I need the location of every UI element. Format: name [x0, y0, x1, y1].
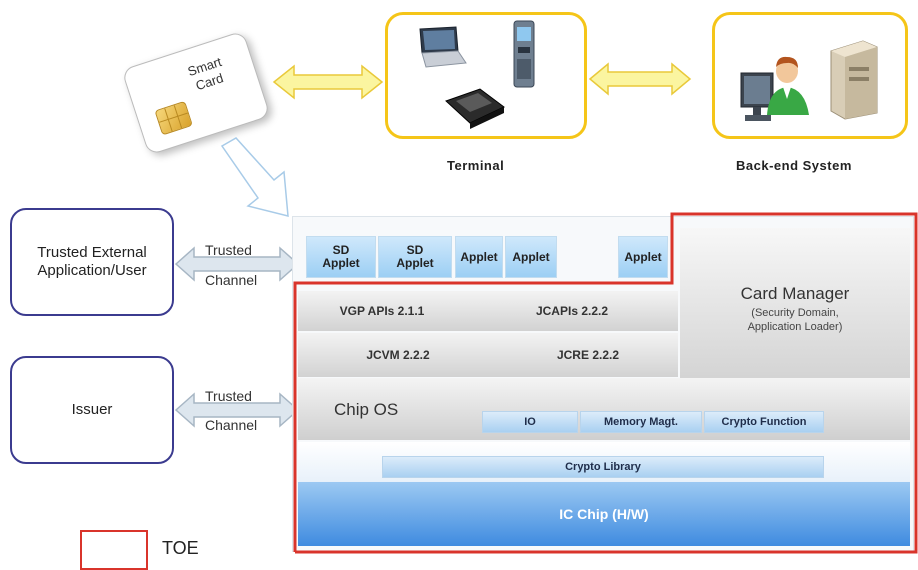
- trusted-channel-bottom-line2: Channel: [205, 417, 258, 433]
- trusted-external-line2: Application/User: [37, 262, 147, 279]
- jcre-layer: [498, 333, 678, 377]
- applet-2: Applet: [505, 236, 557, 278]
- down-arrow-to-card: [220, 137, 289, 217]
- card-manager-sub2: Application Loader): [747, 321, 843, 333]
- io-module: IO: [482, 411, 578, 433]
- server-icon: [830, 40, 878, 120]
- card-manager-sub1: (Security Domain,: [751, 307, 839, 319]
- card-manager-title: Card Manager: [740, 284, 850, 303]
- card-manager-layer: [680, 228, 910, 378]
- issuer-label: Issuer: [71, 401, 113, 418]
- jcvm-label: JCVM 2.2.2: [366, 348, 430, 362]
- jcapis-layer: [466, 291, 678, 331]
- trusted-external-line1: Trusted External: [37, 244, 147, 261]
- user-icon: [767, 56, 809, 115]
- double-arrow-card-terminal: [272, 64, 384, 100]
- laptop-icon: [419, 26, 467, 68]
- jcre-label: JCRE 2.2.2: [556, 348, 620, 362]
- vgp-apis-layer: [298, 291, 466, 331]
- toe-legend-swatch: [80, 530, 148, 570]
- card-reader-icon: [445, 88, 505, 129]
- jcapis-label: JCAPIs 2.2.2: [535, 304, 609, 318]
- applet-1: Applet: [455, 236, 503, 278]
- terminal-caption: Terminal: [447, 158, 505, 173]
- chip-os-label: Chip OS: [334, 400, 399, 419]
- crypto-library-bar: Crypto Library: [382, 456, 824, 478]
- jcvm-layer: [298, 333, 498, 377]
- kiosk-terminal-icon: [513, 20, 535, 88]
- double-arrow-terminal-backend: [588, 62, 692, 96]
- crypto-function-module: Crypto Function: [704, 411, 824, 433]
- toe-legend-label: TOE: [162, 538, 199, 558]
- backend-caption: Back-end System: [736, 158, 852, 173]
- backend-box: [712, 12, 908, 139]
- ic-chip-label: IC Chip (H/W): [559, 506, 649, 522]
- memory-management-module: Memory Magt.: [580, 411, 702, 433]
- vgp-apis-label: VGP APIs 2.1.1: [339, 304, 425, 318]
- trusted-external-box: Trusted External Application/User: [10, 208, 174, 316]
- ic-chip-layer: [298, 482, 910, 546]
- issuer-box: Issuer: [10, 356, 174, 464]
- monitor-icon: [740, 72, 774, 121]
- trusted-channel-top-line1: Trusted: [205, 242, 252, 258]
- applet-3: Applet: [618, 236, 668, 278]
- trusted-channel-top-line2: Channel: [205, 272, 258, 288]
- terminal-box: [385, 12, 587, 139]
- trusted-channel-bottom-line1: Trusted: [205, 388, 252, 404]
